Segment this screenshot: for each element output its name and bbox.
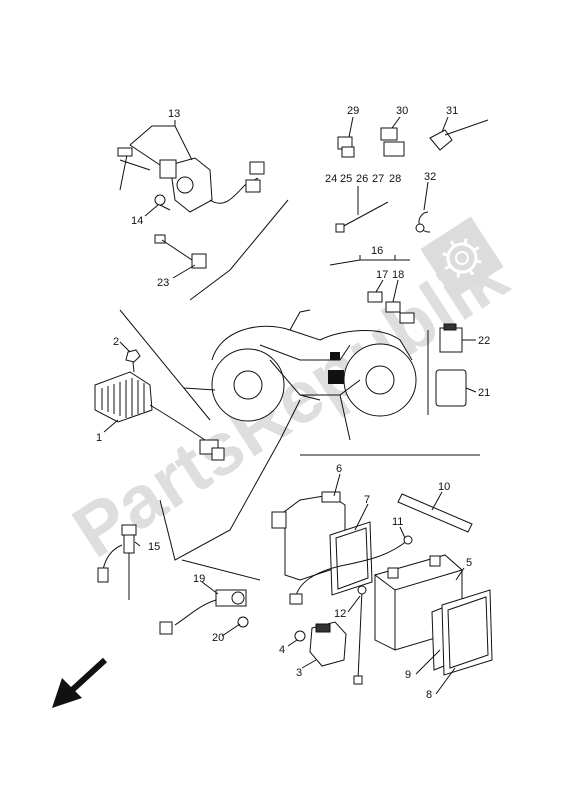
callout-26: 26 (356, 173, 368, 185)
callout-6: 6 (336, 463, 342, 475)
battery-band (397, 493, 473, 533)
bolt-2 (125, 349, 141, 373)
callout-20: 20 (212, 632, 224, 644)
group-frames (119, 199, 480, 581)
callout-10: 10 (438, 481, 450, 493)
neutral-switch (97, 524, 137, 600)
battery-cable-12 (353, 585, 367, 685)
callout-15: 15 (148, 541, 160, 553)
callout-labels: 13 14 23 29 30 31 24 25 26 27 28 32 16 1… (96, 105, 490, 701)
callout-32: 32 (424, 171, 436, 183)
callout-5: 5 (466, 557, 472, 569)
clamp-30 (380, 127, 405, 157)
callout-14: 14 (131, 215, 143, 227)
screw-20 (237, 616, 249, 628)
callout-21: 21 (478, 387, 490, 399)
callout-22: 22 (478, 335, 490, 347)
callout-7: 7 (364, 494, 370, 506)
front-arrow-icon (52, 657, 108, 708)
bracket-31 (429, 119, 489, 151)
motorcycle-outline (183, 309, 417, 441)
sensor-19 (159, 589, 247, 635)
ignition-bolt (154, 234, 207, 269)
cable-tie (335, 201, 389, 233)
ignition-switch (117, 144, 265, 213)
callout-19: 19 (193, 573, 205, 585)
callout-8: 8 (426, 689, 432, 701)
callout-24: 24 (325, 173, 337, 185)
callout-11: 11 (392, 516, 403, 528)
callout-12: 12 (334, 608, 346, 620)
rectifier-regulator (94, 371, 225, 461)
cover-7 (329, 521, 373, 596)
clip-32 (415, 211, 431, 233)
callout-9: 9 (405, 669, 411, 681)
callout-2: 2 (113, 336, 119, 348)
callout-25: 25 (340, 173, 352, 185)
screw (154, 194, 171, 211)
callout-3: 3 (296, 667, 302, 679)
bolt-4 (294, 630, 306, 642)
callout-27: 27 (372, 173, 384, 185)
relay-17 (367, 291, 383, 303)
callout-31: 31 (446, 105, 458, 117)
gear-icon (420, 216, 504, 300)
starter-relay (309, 621, 347, 667)
callout-13: 13 (168, 108, 180, 120)
pad-8 (441, 589, 493, 676)
callout-18: 18 (392, 269, 404, 281)
callout-16: 16 (371, 245, 383, 257)
callout-28: 28 (389, 173, 401, 185)
callout-1: 1 (96, 432, 102, 444)
battery-cable-11 (289, 535, 413, 605)
callout-23: 23 (157, 277, 169, 289)
callout-30: 30 (396, 105, 408, 117)
flasher-relay (435, 369, 467, 407)
relay-22 (439, 323, 463, 353)
clamp-29 (337, 136, 355, 158)
battery-box (271, 491, 346, 581)
callout-4: 4 (279, 644, 285, 656)
callout-17: 17 (376, 269, 388, 281)
leader-lines (103, 116, 477, 695)
callout-29: 29 (347, 105, 359, 117)
